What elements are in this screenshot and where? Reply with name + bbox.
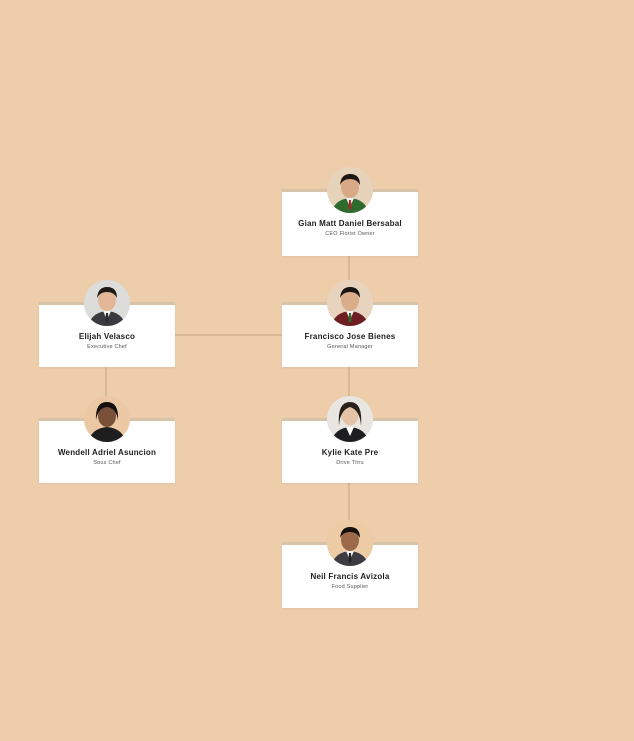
node-role: Sous Chef <box>93 460 121 466</box>
avatar-icon <box>327 396 373 442</box>
node-name: Neil Francis Avizola <box>310 572 390 581</box>
node-name: Wendell Adriel Asuncion <box>57 448 157 457</box>
node-name: Francisco Jose Bienes <box>304 332 396 341</box>
org-card-drive-thru[interactable]: Kylie Kate Pre Drive Thru <box>282 396 418 483</box>
org-card-executive-chef[interactable]: Elijah Velasco Executive Chef <box>39 280 175 367</box>
org-card-sous-chef[interactable]: Wendell Adriel Asuncion Sous Chef <box>39 396 175 483</box>
avatar-icon <box>327 280 373 326</box>
node-name: Elijah Velasco <box>78 332 136 341</box>
avatar-icon <box>84 396 130 442</box>
node-role: Drive Thru <box>336 460 364 466</box>
node-role: CEO Florist Owner <box>325 231 375 237</box>
org-card-general-manager[interactable]: Francisco Jose Bienes General Manager <box>282 280 418 367</box>
org-card-food-supplier[interactable]: Neil Francis Avizola Food Supplier <box>282 520 418 608</box>
node-role: Executive Chef <box>87 344 127 350</box>
avatar-icon <box>327 520 373 566</box>
node-name: Kylie Kate Pre <box>321 448 379 457</box>
node-name: Gian Matt Daniel Bersabal <box>298 219 402 228</box>
node-role: General Manager <box>327 344 373 350</box>
node-role: Food Supplier <box>331 584 369 590</box>
org-card-ceo[interactable]: Gian Matt Daniel Bersabal CEO Florist Ow… <box>282 167 418 256</box>
avatar-icon <box>327 167 373 213</box>
avatar-icon <box>84 280 130 326</box>
